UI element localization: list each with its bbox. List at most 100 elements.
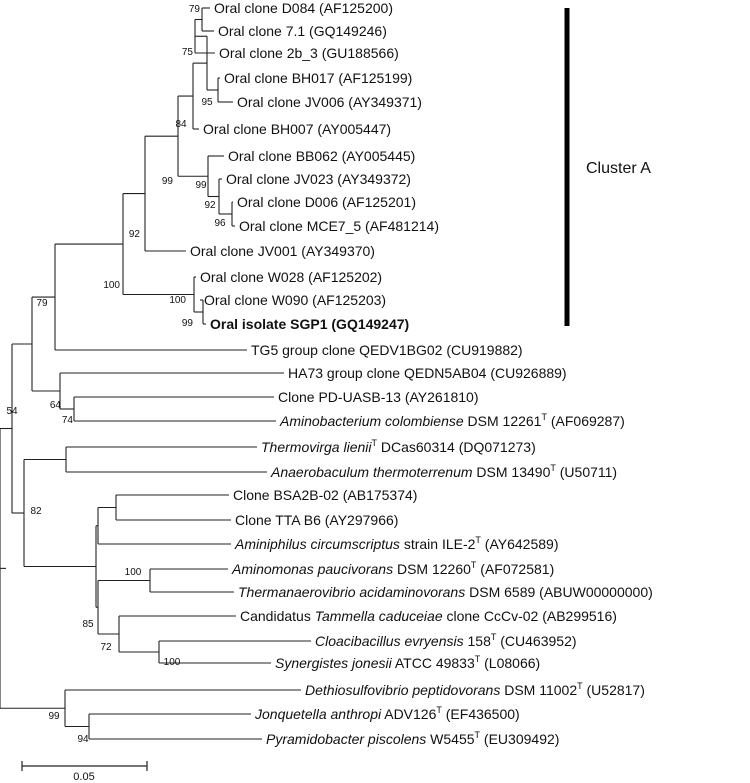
taxon-label-part: DSM 12261	[464, 413, 542, 429]
taxon-label-part: T	[475, 730, 481, 740]
taxon-label-part: Oral isolate SGP1 (GQ149247)	[210, 316, 409, 332]
taxon-label-part: DSM 6589 (ABUW00000000)	[465, 584, 653, 600]
taxon-label-part: T	[577, 681, 583, 691]
taxon-label-t27: Cloacibacillus evryensis 158T (CU463952)	[315, 632, 577, 649]
taxon-label-part: Cloacibacillus evryensis	[315, 633, 464, 649]
taxon-label-t28: Synergistes jonesii ATCC 49833T (L08066)	[275, 654, 540, 671]
bootstrap-n_92b: 92	[129, 229, 141, 240]
taxon-label-part: Oral clone 7.1 (GQ149246)	[218, 23, 387, 39]
taxon-label-part: (CU463952)	[496, 633, 576, 649]
taxon-label-t26: Candidatus Tammella caduceiae clone CcCv…	[240, 608, 617, 624]
taxon-label-part: Oral clone BH017 (AF125199)	[224, 70, 412, 86]
taxon-label-part: Oral clone 2b_3 (GU188566)	[219, 45, 399, 61]
taxon-label-part: Oral clone BB062 (AY005445)	[228, 148, 415, 164]
taxon-label-part: (AF072581)	[476, 561, 554, 577]
taxon-label-t3: Oral clone 2b_3 (GU188566)	[219, 45, 399, 61]
taxon-label-part: ADV126	[381, 706, 436, 722]
taxon-label-t6: Oral clone BH007 (AY005447)	[203, 121, 391, 137]
taxon-label-t5: Oral clone JV006 (AY349371)	[237, 94, 422, 110]
taxon-label-t1: Oral clone D084 (AF125200)	[214, 0, 393, 16]
taxon-label-part: strain ILE-2	[400, 536, 476, 552]
taxon-label-part: (EU309492)	[480, 731, 559, 747]
taxon-label-part: T	[371, 438, 377, 448]
bootstrap-n_82: 82	[30, 506, 42, 517]
taxon-label-part: Aminiphilus circumscriptus	[234, 536, 400, 552]
taxon-label-part: Jonquetella anthropi	[254, 706, 382, 722]
taxon-label-part: (U52817)	[583, 682, 645, 698]
taxon-label-part: Aminobacterium colombiense	[279, 413, 464, 429]
bootstrap-n_99a: 99	[162, 176, 174, 187]
taxon-label-t9: Oral clone D006 (AF125201)	[237, 194, 416, 210]
taxon-label-t10: Oral clone MCE7_5 (AF481214)	[239, 218, 439, 234]
scale-bar: 0.05	[21, 761, 148, 783]
taxon-label-part: Oral clone JV023 (AY349372)	[226, 171, 411, 187]
taxon-label-t20: Anaerobaculum thermoterrenum DSM 13490T …	[270, 463, 617, 480]
taxon-label-part: T	[475, 654, 481, 664]
taxon-label-part: Oral clone D084 (AF125200)	[214, 0, 393, 16]
taxon-label-t8: Oral clone JV023 (AY349372)	[226, 171, 411, 187]
taxon-label-t23: Aminiphilus circumscriptus strain ILE-2T…	[234, 535, 559, 552]
taxon-label-part: HA73 group clone QEDN5AB04 (CU926889)	[288, 365, 567, 381]
bootstrap-n_64: 64	[50, 400, 62, 411]
taxon-label-part: Aminomonas paucivorans	[231, 561, 393, 577]
scale-bar-label: 0.05	[73, 771, 94, 783]
taxon-label-t16: HA73 group clone QEDN5AB04 (CU926889)	[288, 365, 567, 381]
taxon-label-t11: Oral clone JV001 (AY349370)	[190, 243, 375, 259]
cluster-a-label: Cluster A	[586, 160, 651, 177]
bootstrap-n_100a: 100	[169, 295, 186, 306]
taxon-label-part: (AY642589)	[481, 536, 559, 552]
bootstrap-n_54: 54	[6, 406, 18, 417]
taxon-label-part: Oral clone D006 (AF125201)	[237, 194, 416, 210]
taxon-label-part: DSM 13490	[473, 464, 551, 480]
taxon-label-part: (L08066)	[480, 655, 540, 671]
tree-branches	[0, 7, 311, 740]
taxon-label-t25: Thermanaerovibrio acidaminovorans DSM 65…	[238, 584, 653, 600]
taxon-label-part: Oral clone W028 (AF125202)	[200, 269, 382, 285]
taxon-label-t31: Pyramidobacter piscolens W5455T (EU30949…	[266, 730, 559, 747]
taxon-label-t19: Thermovirga lieniiT DCas60314 (DQ071273)	[261, 438, 536, 455]
taxon-label-part: T	[475, 535, 481, 545]
bootstrap-n_85: 85	[82, 619, 94, 630]
bootstrap-n_92a: 92	[204, 200, 216, 211]
taxon-label-part: ATCC 49833	[392, 655, 475, 671]
taxon-label-part: T	[491, 632, 497, 642]
taxon-label-t29: Dethiosulfovibrio peptidovorans DSM 1100…	[305, 681, 645, 698]
bootstrap-n_99b: 99	[195, 180, 207, 191]
bootstrap-n_94: 94	[77, 734, 89, 745]
taxon-label-part: DSM 11002	[500, 682, 577, 698]
bootstrap-n_75: 75	[182, 47, 194, 58]
taxon-label-part: Dethiosulfovibrio peptidovorans	[305, 682, 500, 698]
taxon-label-t17: Clone PD-UASB-13 (AY261810)	[278, 389, 479, 405]
bootstrap-n_100b: 100	[103, 280, 120, 291]
taxon-label-part: T	[436, 705, 442, 715]
bootstrap-n_99d: 99	[48, 711, 60, 722]
taxon-label-part: Anaerobaculum thermoterrenum	[270, 464, 473, 480]
taxon-label-part: Clone PD-UASB-13 (AY261810)	[278, 389, 479, 405]
bootstrap-n_84: 84	[175, 119, 187, 130]
taxon-label-part: (U50711)	[556, 464, 617, 480]
taxon-label-part: Tammella caduceiae	[315, 608, 443, 624]
taxon-label-part: Oral clone JV001 (AY349370)	[190, 243, 375, 259]
taxon-label-t14: Oral isolate SGP1 (GQ149247)	[210, 316, 409, 332]
taxon-label-t21: Clone BSA2B-02 (AB175374)	[233, 487, 417, 503]
taxon-label-part: Oral clone BH007 (AY005447)	[203, 121, 391, 137]
bootstrap-n_74: 74	[62, 415, 74, 426]
taxon-label-part: DSM 12260	[393, 561, 471, 577]
bootstrap-n_99c: 99	[182, 318, 194, 329]
taxon-label-part: T	[471, 560, 477, 570]
taxon-label-part: Synergistes jonesii	[275, 655, 393, 671]
taxon-label-t18: Aminobacterium colombiense DSM 12261T (A…	[279, 412, 625, 429]
taxon-label-part: T	[541, 412, 547, 422]
taxon-label-part: Oral clone MCE7_5 (AF481214)	[239, 218, 439, 234]
taxon-label-part: Candidatus	[240, 608, 315, 624]
taxon-label-t4: Oral clone BH017 (AF125199)	[224, 70, 412, 86]
taxon-label-part: Clone TTA B6 (AY297966)	[235, 512, 398, 528]
taxon-label-part: Pyramidobacter piscolens	[266, 731, 426, 747]
taxon-labels: Oral clone D084 (AF125200) Oral clone 7.1…	[190, 0, 653, 747]
bootstrap-n_79: 79	[36, 298, 48, 309]
bootstrap-n_100c: 100	[125, 567, 142, 578]
taxon-label-part: clone CcCv-02 (AB299516)	[443, 608, 617, 624]
taxon-label-t15: TG5 group clone QEDV1BG02 (CU919882)	[251, 342, 523, 358]
taxon-label-part: TG5 group clone QEDV1BG02 (CU919882)	[251, 342, 523, 358]
